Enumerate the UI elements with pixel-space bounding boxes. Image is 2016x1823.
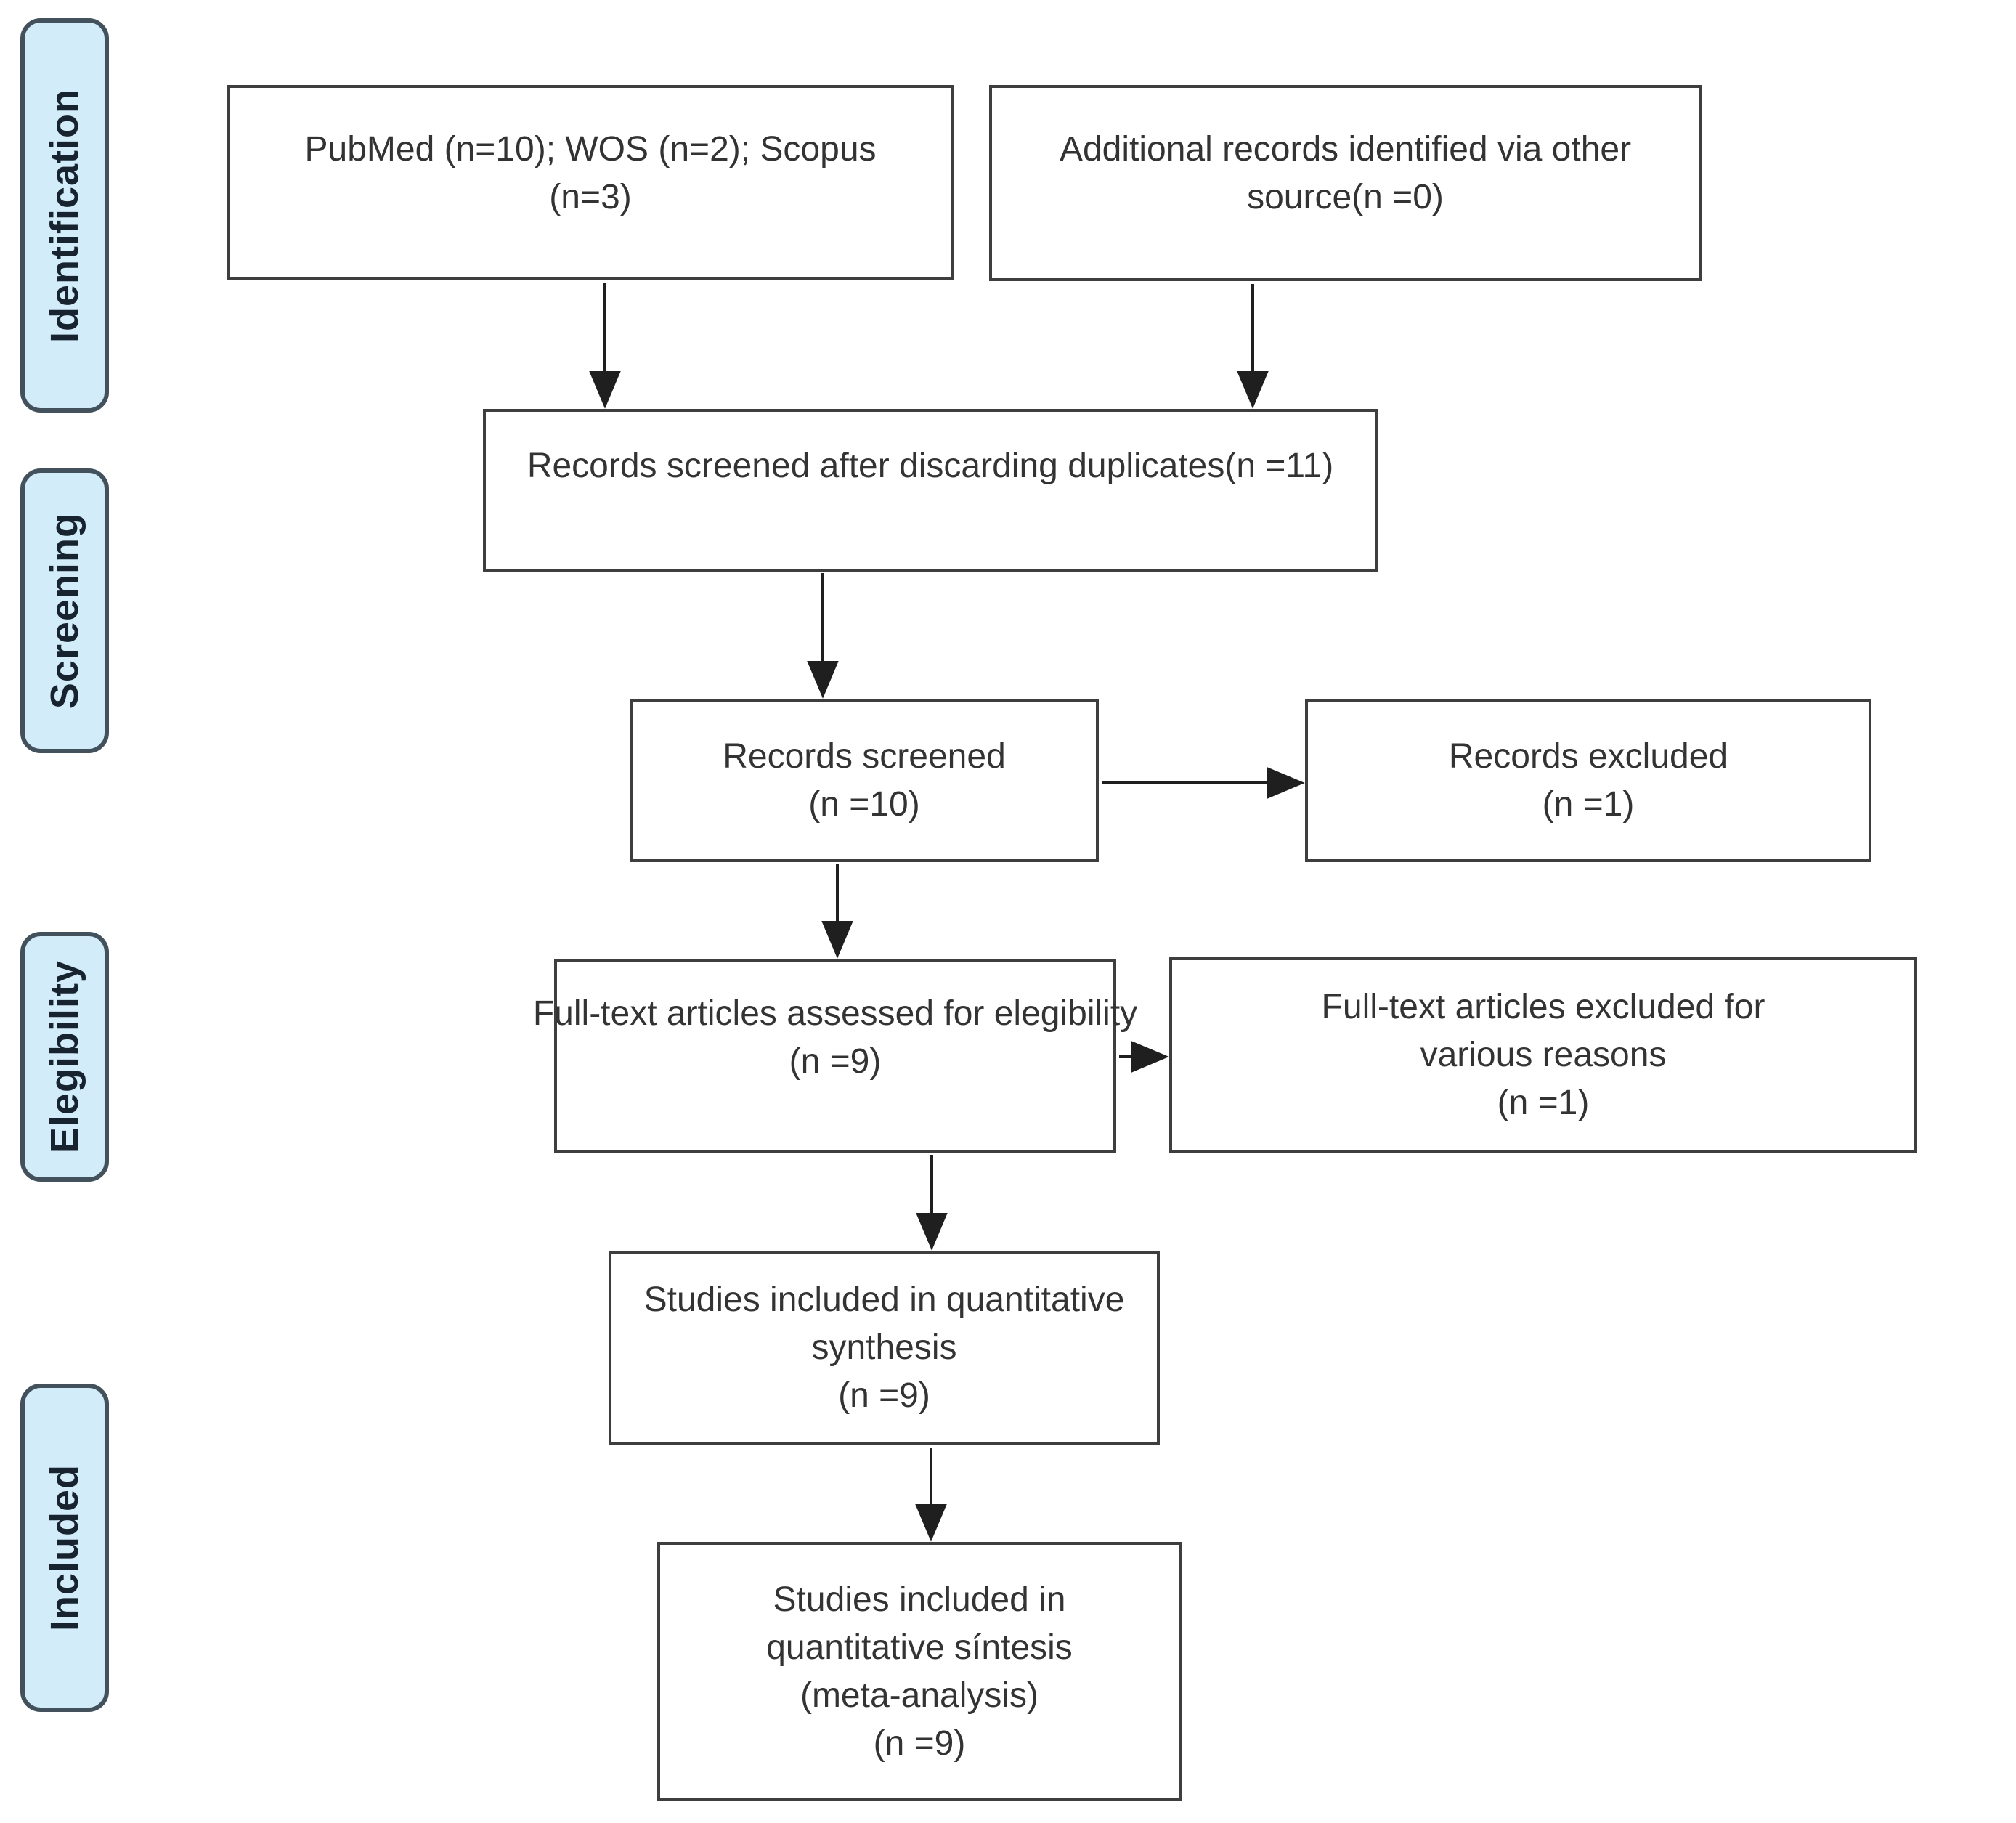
- node-text-line: Records screened: [723, 736, 1006, 776]
- node-text-line: Records screened after discarding duplic…: [527, 447, 1334, 485]
- stage-label-screening: Screening: [20, 468, 109, 753]
- node-text-line: quantitative síntesis: [766, 1628, 1073, 1667]
- node-text-line: Studies included in: [773, 1580, 1066, 1619]
- node-text-line: (meta-analysis): [800, 1676, 1039, 1715]
- node-text-line: Full-text articles excluded for: [1321, 988, 1765, 1026]
- stage-label-identification: Identification: [20, 18, 109, 413]
- stage-label-included: Included: [20, 1384, 109, 1712]
- node-text-line: (n =1): [1542, 784, 1635, 824]
- stage-label-text: Included: [43, 1463, 86, 1631]
- node-fulltext-excluded: Full-text articles excluded for various …: [1169, 957, 1917, 1153]
- node-records-after-deduplication: Records screened after discarding duplic…: [483, 409, 1378, 572]
- node-database-sources: PubMed (n=10); WOS (n=2); Scopus (n=3): [227, 85, 954, 280]
- stage-label-elegibility: Elegibility: [20, 932, 109, 1182]
- node-records-excluded: Records excluded (n =1): [1305, 699, 1871, 862]
- node-text-line: Full-text articles assessed for elegibil…: [532, 994, 1138, 1033]
- stage-label-text: Screening: [43, 512, 86, 710]
- node-quantitative-synthesis: Studies included in quantitative synthes…: [609, 1251, 1160, 1445]
- node-text-line: PubMed (n=10); WOS (n=2); Scopus: [304, 130, 877, 169]
- node-text-line: (n =9): [873, 1723, 966, 1763]
- node-text-line: synthesis: [811, 1328, 957, 1367]
- node-text-line: (n =9): [789, 1042, 882, 1081]
- node-text-line: Additional records identified via other: [1059, 130, 1632, 169]
- node-meta-analysis: Studies included in quantitative síntesi…: [657, 1542, 1182, 1801]
- node-text-line: (n=3): [549, 178, 632, 216]
- stage-label-text: Identification: [43, 88, 86, 343]
- node-text-line: Studies included in quantitative: [643, 1280, 1125, 1319]
- node-text-line: various reasons: [1420, 1036, 1667, 1074]
- node-text-line: (n =1): [1497, 1084, 1590, 1122]
- stage-label-text: Elegibility: [43, 959, 86, 1154]
- node-additional-records: Additional records identified via other …: [989, 85, 1702, 281]
- node-fulltext-assessed: Full-text articles assessed for elegibil…: [533, 959, 1137, 1153]
- node-text-line: (n =10): [808, 784, 920, 824]
- node-text-line: (n =9): [838, 1376, 930, 1415]
- node-records-screened: Records screened (n =10): [630, 699, 1099, 862]
- node-text-line: source(n =0): [1247, 178, 1444, 216]
- node-text-line: Records excluded: [1448, 736, 1728, 776]
